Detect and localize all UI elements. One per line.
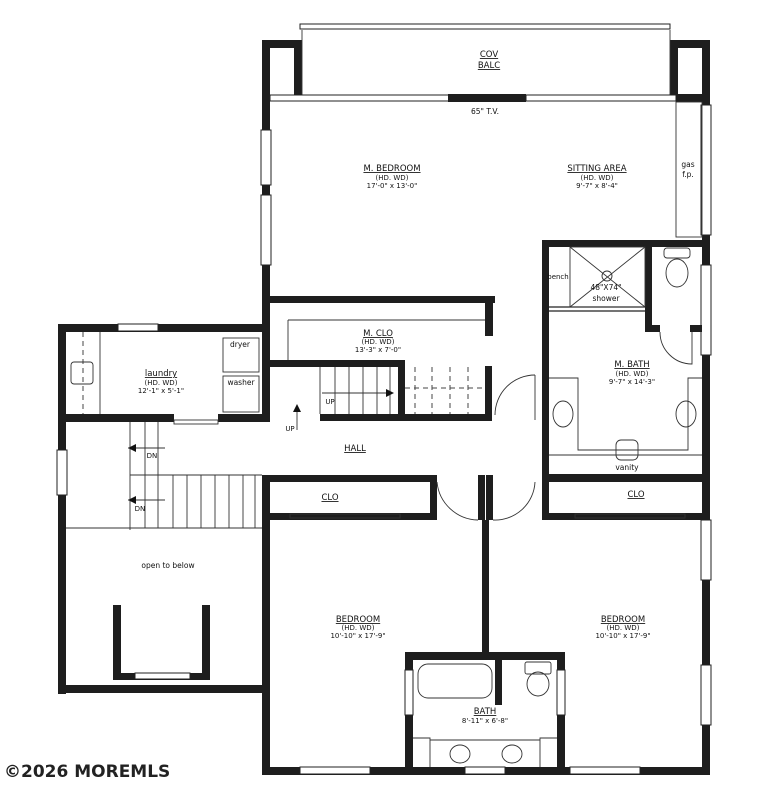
balcony-label-2: BALC [478, 61, 500, 71]
master-bedroom-size: 17'-0" x 13'-0" [367, 182, 418, 190]
master-closet-walls [270, 296, 495, 367]
bedroom-walls [262, 475, 710, 775]
bedroom-left-spec: (HD. WD) [342, 624, 375, 632]
bedroom-right-size: 10'-10" x 17'-9" [595, 632, 650, 640]
watermark: ©2026 MOREMLS [4, 762, 171, 782]
open-to-below-label: open to below [141, 561, 194, 570]
balcony-label-1: COV [480, 50, 498, 60]
vanity-label: vanity [615, 463, 639, 472]
open-to-below-walls [58, 605, 270, 693]
bedroom-left-name: BEDROOM [336, 615, 380, 625]
master-bedroom-walls [260, 94, 712, 775]
master-bedroom-name: M. BEDROOM [363, 164, 420, 174]
bedroom-right-name: BEDROOM [601, 615, 645, 625]
master-bath-walls [542, 240, 710, 482]
master-closet-spec: (HD. WD) [362, 338, 395, 346]
laundry-size: 12'-1" x 5'-1" [138, 387, 184, 395]
bath-size: 8'-11" x 6'-8" [462, 717, 508, 725]
bedroom-right-spec: (HD. WD) [607, 624, 640, 632]
master-closet-name: M. CLO [363, 329, 393, 339]
master-bath-size: 9'-7" x 14'-3" [609, 378, 655, 386]
dryer-label: dryer [230, 340, 251, 349]
bedroom-left-size: 10'-10" x 17'-9" [330, 632, 385, 640]
closet-left-label: CLO [321, 493, 338, 503]
shower-label: shower [592, 294, 620, 303]
stair-up-label-2: UP [285, 425, 294, 433]
fireplace-label-2: f.p. [682, 170, 694, 179]
covered-balcony [262, 23, 710, 100]
master-bath-spec: (HD. WD) [616, 370, 649, 378]
master-closet-size: 13'-3" x 7'-0" [355, 346, 401, 354]
laundry-walls [56, 323, 270, 694]
hall-closet-walls [262, 374, 710, 521]
bath-name: BATH [474, 707, 497, 717]
washer-label: washer [227, 378, 255, 387]
sitting-area-spec: (HD. WD) [581, 174, 614, 182]
closet-right-label: CLO [627, 490, 644, 500]
tv-label: 65" T.V. [471, 107, 499, 116]
sitting-area-name: SITTING AREA [567, 164, 626, 174]
stair-down-label-2: DN [135, 505, 146, 513]
master-bedroom-spec: (HD. WD) [376, 174, 409, 182]
stairs [66, 362, 492, 530]
master-bath-name: M. BATH [614, 360, 649, 370]
bath-walls [404, 652, 566, 775]
shower-size: 48"X74" [590, 283, 621, 292]
laundry-name: laundry [145, 369, 177, 379]
stair-up-label-1: UP [325, 398, 334, 406]
sitting-area-size: 9'-7" x 8'-4" [576, 182, 618, 190]
bench-label: bench [547, 273, 568, 281]
laundry-spec: (HD. WD) [145, 379, 178, 387]
hall-label: HALL [344, 444, 366, 454]
stair-down-label-1: DN [147, 452, 158, 460]
fireplace-label-1: gas [681, 160, 694, 169]
